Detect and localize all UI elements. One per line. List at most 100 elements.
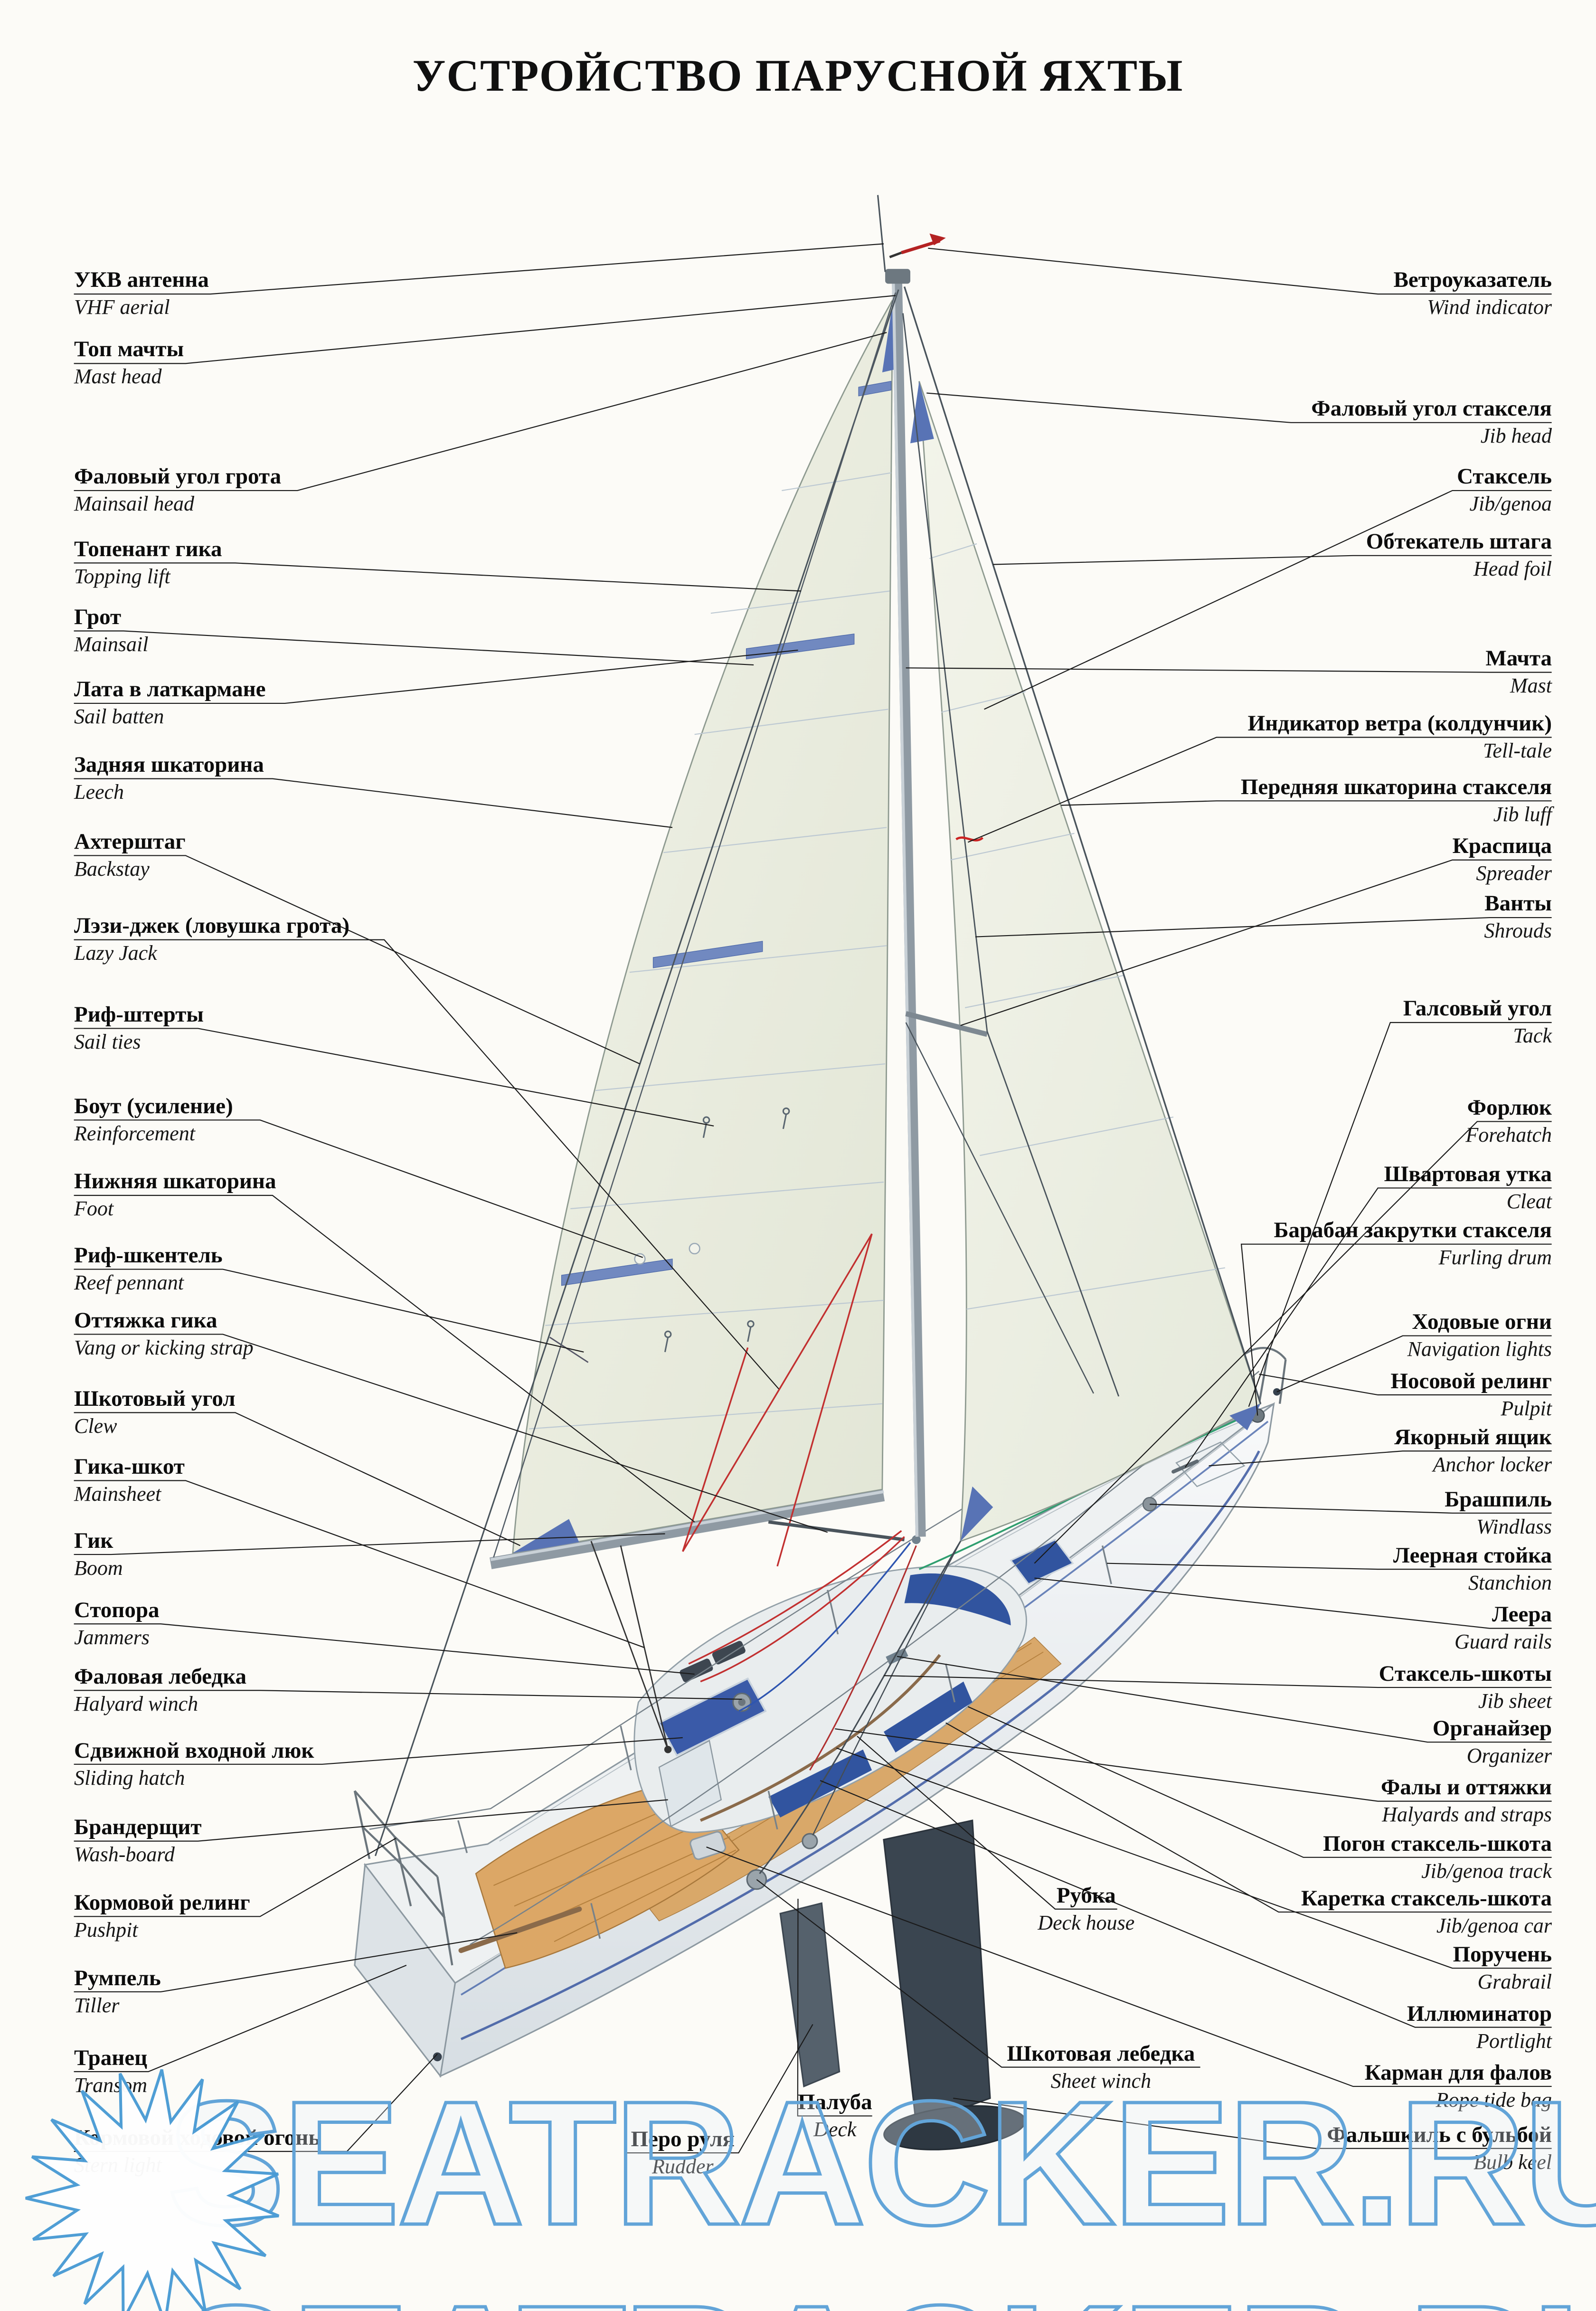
leader-line — [74, 331, 887, 492]
label-ru-text: Индикатор ветра (колдунчик) — [1247, 710, 1552, 736]
leader-line — [74, 1932, 518, 1993]
label-ru-text: Карман для фалов — [1364, 2060, 1552, 2085]
label-ru-text: Фалы и оттяжки — [1380, 1775, 1552, 1800]
leader-line — [945, 1722, 1552, 1913]
leader-line — [74, 855, 640, 1065]
label-ru-text: Краспица — [1452, 833, 1552, 859]
label-ru-text: Каретка стаксель-шкота — [1301, 1885, 1552, 1911]
label-ru-text: Леерная стойка — [1393, 1543, 1552, 1568]
label-ru-text: Шкотовая лебедка — [1007, 2041, 1195, 2066]
halyard-blue — [738, 1542, 911, 1712]
label-en-text: Stanchion — [1468, 1571, 1552, 1594]
label-en-text: VHF aerial — [74, 295, 170, 319]
label-en-text: Navigation lights — [1407, 1337, 1552, 1361]
leader-line — [1259, 1373, 1552, 1396]
leader-line — [928, 247, 1552, 295]
leader-line — [74, 295, 896, 364]
washboard — [658, 1740, 722, 1828]
label-en-text: Cleat — [1506, 1189, 1552, 1213]
label-ru-text: Ахтерштаг — [74, 829, 186, 854]
leader-line — [74, 630, 754, 666]
waterline-stripe — [460, 1450, 1260, 2040]
jammer-2 — [712, 1641, 746, 1665]
label-ru-text: Сдвижной входной люк — [74, 1738, 314, 1763]
leader-line — [1184, 1187, 1552, 1468]
label-en-text: Furling drum — [1438, 1246, 1552, 1269]
label-en-text: Mast head — [74, 365, 162, 388]
label-ru-text: Носовой релинг — [1390, 1368, 1552, 1393]
label-ru-text: Лэзи-джек (ловушка грота) — [74, 913, 349, 938]
label-en-text: Lazy Jack — [74, 941, 157, 965]
label-ru-text: Ходовые огни — [1412, 1309, 1552, 1335]
leader-line — [953, 2097, 1552, 2149]
label-ru-text: УКВ антенна — [74, 267, 209, 293]
label-en-text: Jib/genoa — [1469, 492, 1552, 516]
reinforcement-patches — [634, 1242, 700, 1265]
leader-line — [1240, 1243, 1552, 1416]
mainsail — [512, 297, 894, 1554]
label-ru-text: Фальшкиль с бульбой — [1327, 2122, 1552, 2147]
leader-line — [967, 1706, 1552, 1858]
tell-tale — [955, 836, 983, 842]
label-en-text: Stern light — [74, 2153, 162, 2177]
label-ru-text: Погон стаксель-шкота — [1323, 1831, 1552, 1856]
leader-line — [74, 1480, 645, 1648]
leader-line — [74, 778, 673, 828]
keel-fin — [883, 1819, 991, 2126]
label-ru-text: Поручень — [1453, 1942, 1552, 1967]
leader-line — [960, 859, 1552, 1026]
rudder — [779, 1902, 840, 2088]
label-ru-text: Передняя шкаторина стакселя — [1240, 774, 1552, 799]
label-ru-text: Шкотовый угол — [74, 1386, 236, 1411]
label-en-text: Jib/genoa track — [1421, 1859, 1552, 1883]
masthead-unit — [885, 269, 911, 284]
leader-line — [897, 1656, 1552, 1743]
leader-line — [706, 1847, 1552, 2087]
label-ru-text: Фаловый угол грота — [74, 464, 282, 489]
mainsail-seams — [529, 472, 891, 1430]
vang — [768, 1520, 905, 1542]
label-en-text: Halyard winch — [74, 1692, 198, 1715]
part-label-tell-tale: Индикатор ветра (колдунчик)Tell-tale — [1248, 710, 1552, 764]
leader-line — [74, 1837, 397, 1917]
label-ru-text: Швартовая утка — [1384, 1161, 1552, 1186]
poster-title: УСТРОЙСТВО ПАРУСНОЙ ЯХТЫ — [412, 50, 1184, 101]
label-ru-text: Палуба — [797, 2090, 872, 2115]
label-ru-text: Кормовой релинг — [74, 1890, 250, 1915]
label-ru-text: Грот — [74, 604, 122, 629]
label-en-text: Guard rails — [1454, 1630, 1552, 1654]
label-ru-text: Леера — [1492, 1602, 1552, 1627]
vhf-antenna — [877, 195, 886, 272]
label-ru-text: Задняя шкаторина — [74, 752, 264, 777]
keel-and-rudder — [779, 1819, 1026, 2150]
leader-line — [1106, 1563, 1552, 1570]
label-ru-text: Органайзер — [1432, 1715, 1552, 1741]
label-en-text: Bulb keel — [1473, 2150, 1552, 2174]
label-en-text: Windlass — [1476, 1515, 1552, 1538]
jib — [918, 381, 1262, 1543]
leader-line — [74, 1028, 714, 1127]
guard-rail-near — [469, 1371, 1260, 1945]
label-en-text: Mainsail head — [74, 492, 194, 516]
label-ru-text: Обтекатель штага — [1366, 529, 1552, 554]
label-en-text: Vang or kicking strap — [74, 1336, 254, 1359]
label-ru-text: Топенант гика — [74, 536, 222, 561]
label-en-text: Deck house — [1038, 1911, 1135, 1934]
label-en-text: Boom — [74, 1556, 123, 1580]
cabin-window-fwd — [883, 1681, 973, 1752]
